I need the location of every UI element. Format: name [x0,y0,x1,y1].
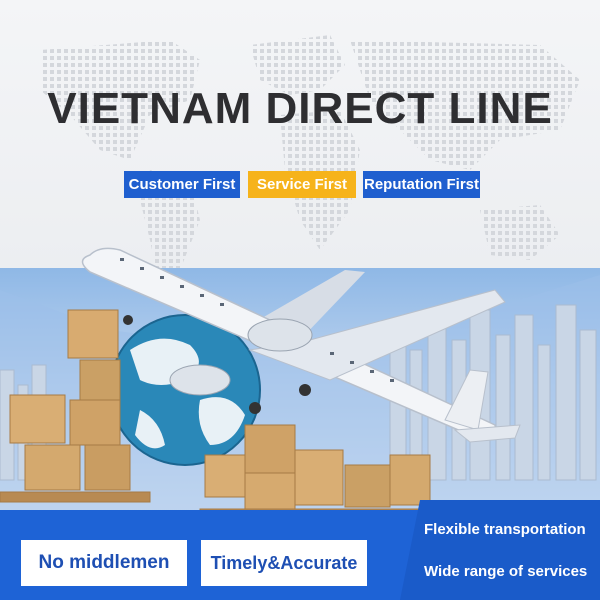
scene-illustration [0,247,521,520]
feature-flexible-transportation: Flexible transportation [424,521,586,538]
airplane-image [81,247,521,443]
badge-timely-accurate: Timely&Accurate [199,538,369,588]
cargo-boxes-left [0,309,151,503]
feature-wide-range-services: Wide range of services [424,563,588,580]
headline-title: VIETNAM DIRECT LINE [47,84,553,133]
tag-customer-first: Customer First [124,171,240,198]
tag-reputation-first: Reputation First [363,171,480,198]
bottom-accent [400,500,600,600]
tag-service-first: Service First [248,171,356,198]
badge-no-middlemen: No middlemen [19,538,189,588]
